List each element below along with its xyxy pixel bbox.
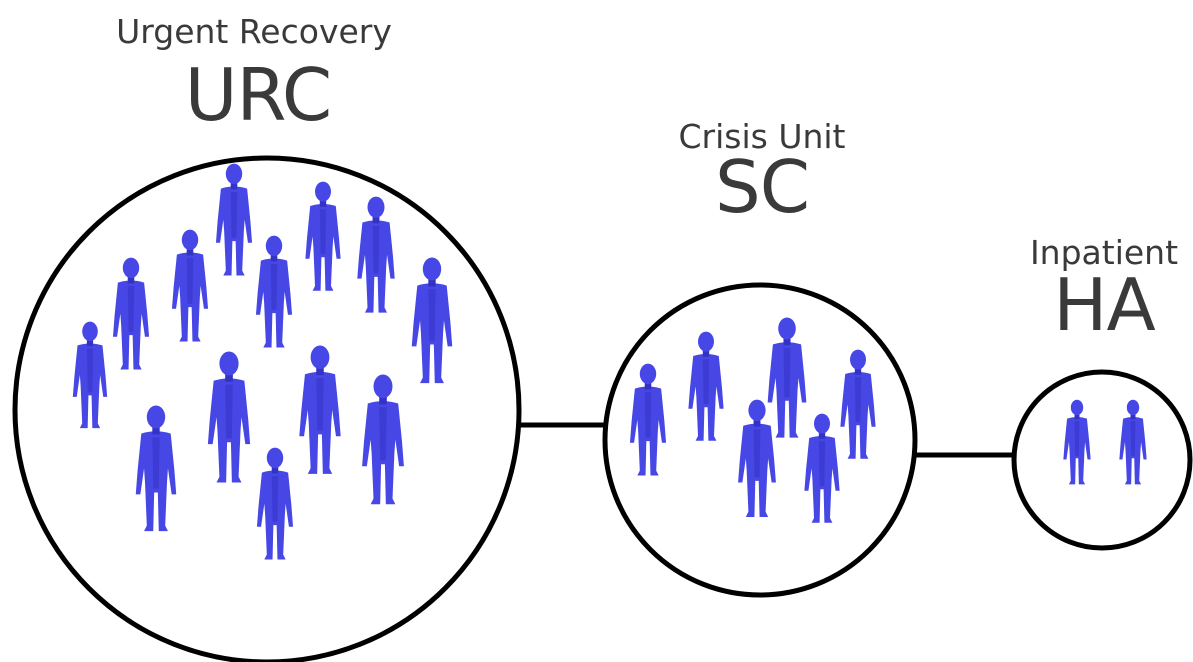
person-icon (207, 351, 251, 483)
sc-subtitle: Crisis Unit (679, 117, 846, 156)
person-icon (215, 163, 253, 276)
sc-code: SC (715, 145, 809, 229)
ha-people-group (1063, 399, 1147, 485)
person-icon (1119, 399, 1147, 485)
person-icon (629, 363, 667, 476)
person-icon (255, 235, 293, 348)
urc-subtitle: Urgent Recovery (116, 12, 392, 51)
person-icon (112, 257, 150, 370)
sc-people-group (629, 317, 876, 523)
ha-circle (1011, 369, 1193, 551)
urc-code: URC (185, 53, 331, 137)
person-icon (171, 229, 209, 342)
person-icon (135, 405, 177, 532)
person-icon (840, 349, 876, 459)
person-icon (411, 257, 453, 384)
ha-subtitle: Inpatient (1030, 233, 1178, 272)
person-icon (362, 374, 404, 505)
person-icon (305, 181, 341, 291)
person-icon (804, 413, 840, 523)
person-icon (1063, 399, 1091, 485)
urc-circle (12, 155, 522, 662)
urc-people-group (72, 163, 453, 560)
person-icon (688, 331, 724, 441)
person-icon (72, 321, 108, 429)
person-icon (767, 317, 807, 438)
ha-code: HA (1053, 263, 1155, 347)
person-icon (299, 345, 341, 474)
person-icon (357, 196, 395, 313)
person-icon (256, 447, 294, 560)
person-icon (738, 399, 776, 517)
